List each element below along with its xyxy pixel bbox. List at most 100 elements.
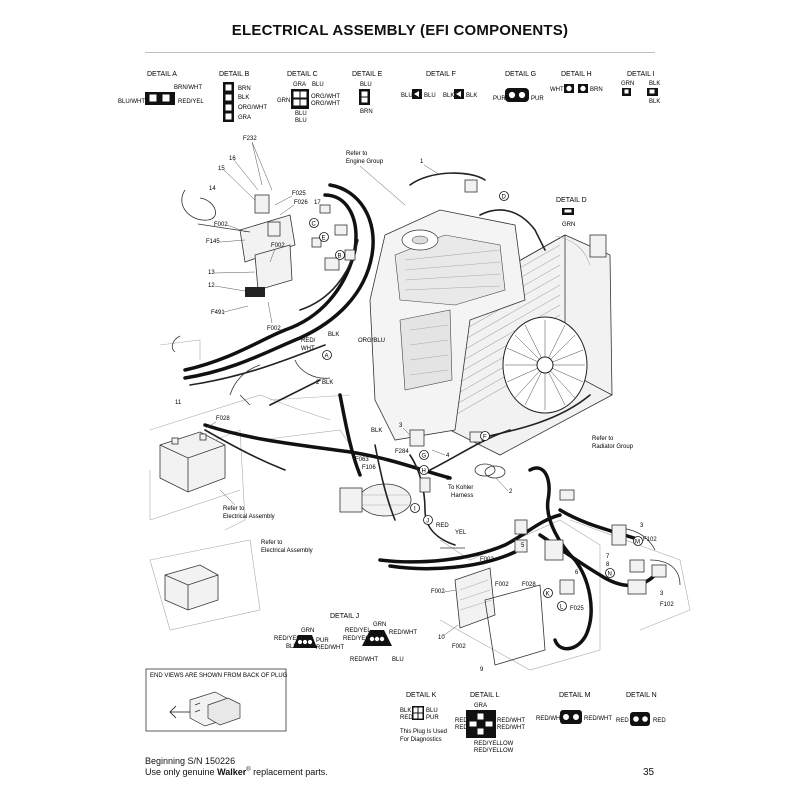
svg-text:WHT: WHT	[550, 87, 564, 93]
svg-text:RED: RED	[436, 523, 449, 529]
detail-h-label: DETAIL H	[561, 71, 592, 78]
mount-bracket-9	[484, 584, 546, 666]
svg-text:PUR: PUR	[426, 715, 439, 721]
detail-c: DETAIL C GRA BLU GRN ORG/WHT ORG/WHT BLU…	[277, 71, 340, 124]
fuse-holder-12	[245, 287, 265, 297]
svg-text:RED: RED	[616, 718, 629, 724]
connector-3	[409, 429, 425, 447]
svg-text:K: K	[546, 592, 550, 598]
detail-g-plug	[505, 88, 529, 102]
svg-text:7: 7	[606, 554, 610, 560]
detail-k-label: DETAIL K	[406, 692, 437, 699]
detail-m-plug	[560, 710, 582, 724]
detail-j: DETAIL J GRN RED/YEL BLU PUR RED/WHT GRN…	[274, 613, 417, 663]
svg-text:F002: F002	[267, 326, 281, 332]
svg-text:RED/YELLOW: RED/YELLOW	[474, 741, 514, 747]
detail-f-label: DETAIL F	[426, 71, 456, 78]
arrow-icon	[169, 705, 190, 719]
genuine-parts-note: Use only genuine Walker® replacement par…	[145, 767, 328, 777]
svg-text:GRN: GRN	[373, 622, 386, 628]
detail-g-label: DETAIL G	[505, 71, 536, 78]
ecu-module	[454, 567, 546, 666]
svg-text:RED/WHT: RED/WHT	[584, 716, 612, 722]
svg-text:10: 10	[438, 635, 445, 641]
svg-text:M: M	[635, 540, 640, 546]
detail-a-label: DETAIL A	[147, 71, 177, 78]
brand-name: Walker	[217, 767, 247, 777]
svg-text:RED/WHT: RED/WHT	[350, 657, 378, 663]
svg-text:To Kohler: To Kohler	[448, 485, 473, 491]
svg-text:RED/YELLOW: RED/YELLOW	[474, 748, 514, 754]
svg-text:15: 15	[218, 166, 225, 172]
svg-text:BLK: BLK	[238, 95, 249, 101]
detail-b-label: DETAIL B	[219, 71, 250, 78]
svg-text:ORG/WHT: ORG/WHT	[238, 105, 267, 111]
svg-text:F025: F025	[292, 191, 306, 197]
svg-text:17: 17	[314, 200, 321, 206]
title-rule	[145, 52, 655, 53]
svg-text:RED: RED	[455, 718, 468, 724]
relay-6	[559, 579, 575, 595]
svg-text:F102: F102	[660, 602, 674, 608]
detail-n-label: DETAIL N	[626, 692, 657, 699]
end-view-note: END VIEWS ARE SHOWN FROM BACK OF PLUG	[150, 673, 288, 679]
svg-text:F025: F025	[570, 606, 584, 612]
detail-d: DETAIL D GRN	[556, 197, 587, 228]
svg-text:J: J	[426, 519, 429, 525]
battery-lower	[164, 564, 219, 611]
svg-text:BLK: BLK	[649, 99, 660, 105]
fan-blades	[505, 320, 585, 410]
svg-text:F145: F145	[206, 239, 220, 245]
svg-text:F106: F106	[362, 465, 376, 471]
svg-text:BLU: BLU	[426, 708, 438, 714]
detail-a-bluwht: BLU/WHT	[118, 99, 145, 105]
svg-text:F284: F284	[395, 449, 409, 455]
svg-text:GRA: GRA	[238, 115, 251, 121]
svg-text:3: 3	[640, 523, 644, 529]
svg-text:BLK: BLK	[322, 380, 333, 386]
svg-text:BLU: BLU	[392, 657, 404, 663]
svg-text:8: 8	[606, 562, 610, 568]
svg-text:F002: F002	[271, 243, 285, 249]
svg-text:A: A	[325, 354, 329, 360]
detail-m-label: DETAIL M	[559, 692, 591, 699]
svg-text:Harness: Harness	[451, 493, 473, 499]
detail-i-label: DETAIL I	[627, 71, 655, 78]
svg-text:YEL: YEL	[455, 530, 467, 536]
svg-text:BLU: BLU	[286, 644, 298, 650]
connector-5	[514, 539, 528, 553]
detail-g: DETAIL G PUR PUR	[493, 71, 544, 102]
svg-text:GRN: GRN	[562, 222, 575, 228]
svg-text:H: H	[422, 469, 426, 475]
detail-e-plug	[359, 89, 370, 105]
detail-b: DETAIL B BRN BLK ORG/WHT GRA	[219, 71, 267, 122]
svg-text:N: N	[608, 572, 612, 578]
svg-text:RED/WHT: RED/WHT	[316, 645, 344, 651]
detail-a-redyel: RED/YEL	[178, 99, 204, 105]
detail-j-label: DETAIL J	[330, 613, 359, 620]
svg-text:9: 9	[480, 667, 484, 673]
fuse-relay-bracket	[181, 189, 296, 297]
svg-text:6: 6	[575, 570, 579, 576]
svg-text:GRN: GRN	[621, 81, 634, 87]
svg-text:For Diagnostics: For Diagnostics	[400, 737, 442, 743]
svg-text:ORG/WHT: ORG/WHT	[311, 101, 340, 107]
svg-text:3: 3	[660, 591, 664, 597]
svg-text:PUR: PUR	[493, 96, 506, 102]
detail-i: DETAIL I GRN BLK BLK	[621, 71, 660, 105]
svg-text:PUR: PUR	[531, 96, 544, 102]
svg-text:F028: F028	[216, 416, 230, 422]
svg-text:F102: F102	[643, 537, 657, 543]
svg-text:BLU: BLU	[312, 82, 324, 88]
strap-14	[181, 189, 216, 221]
svg-text:9: 9	[446, 476, 450, 482]
svg-text:BLU: BLU	[295, 118, 307, 124]
svg-text:BLU: BLU	[401, 93, 413, 99]
connectors	[311, 179, 667, 596]
svg-text:13: 13	[208, 270, 215, 276]
detail-l-label: DETAIL L	[470, 692, 500, 699]
svg-text:4: 4	[446, 453, 450, 459]
svg-text:F232: F232	[243, 136, 257, 142]
svg-text:BLK: BLK	[649, 81, 660, 87]
detail-f: DETAIL F BLU BLU BLK BLK	[401, 71, 477, 99]
